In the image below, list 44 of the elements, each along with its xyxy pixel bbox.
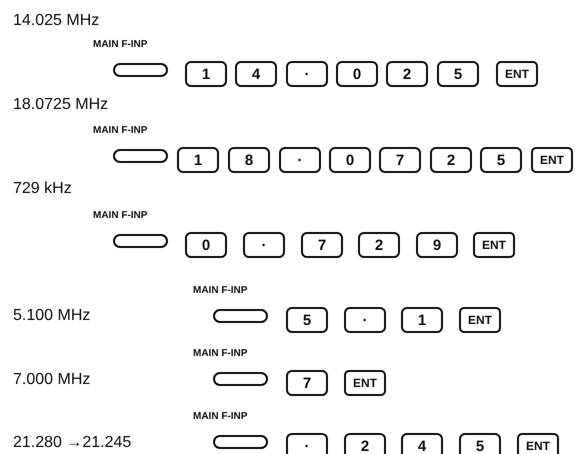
keypad-key: 0 [336, 61, 378, 87]
keypad-key: 8 [228, 147, 270, 173]
key-label: MAIN F-INP [93, 210, 148, 221]
key-label: MAIN F-INP [93, 125, 148, 136]
keypad-key: 1 [401, 307, 443, 333]
keypad-key: 5 [437, 61, 479, 87]
frequency-label: 21.280 →21.245 [13, 434, 132, 452]
keypad-key: 4 [401, 433, 443, 454]
keypad-key: 7 [301, 232, 343, 258]
enter-key: ENT [344, 370, 386, 396]
keypad-key: 5 [286, 307, 328, 333]
keypad-key: 7 [286, 370, 328, 396]
frequency-label: 5.100 MHz [13, 307, 90, 325]
keypad-key: 2 [358, 232, 400, 258]
enter-key: ENT [517, 433, 559, 454]
keypad-key: 4 [235, 61, 277, 87]
keypad-key: · [286, 433, 328, 454]
keypad-key: 1 [177, 147, 219, 173]
key-label: MAIN F-INP [193, 348, 248, 359]
keypad-key: 7 [379, 147, 421, 173]
enter-key: ENT [459, 307, 501, 333]
enter-key: ENT [496, 61, 538, 87]
frequency-label: 7.000 MHz [13, 371, 90, 389]
keypad-key: · [286, 61, 328, 87]
keypad-key: 1 [185, 61, 227, 87]
frequency-label: 729 kHz [13, 180, 72, 198]
enter-key: ENT [473, 232, 515, 258]
frequency-label: 18.0725 MHz [13, 96, 108, 114]
keypad-key: 0 [329, 147, 371, 173]
key-label: MAIN F-INP [193, 285, 248, 296]
keypad-key: 5 [459, 433, 501, 454]
key-label: MAIN F-INP [93, 39, 148, 50]
keypad-key: · [344, 307, 386, 333]
keypad-key: 9 [416, 232, 458, 258]
key-label: MAIN F-INP [193, 411, 248, 422]
keypad-key: 2 [430, 147, 472, 173]
keypad-key: 0 [185, 232, 227, 258]
enter-key: ENT [531, 147, 573, 173]
keypad-key: · [279, 147, 321, 173]
keypad-key: 2 [344, 433, 386, 454]
keypad-key: 2 [386, 61, 428, 87]
keypad-key: · [243, 232, 285, 258]
frequency-label: 14.025 MHz [13, 12, 100, 30]
keypad-key: 5 [480, 147, 522, 173]
